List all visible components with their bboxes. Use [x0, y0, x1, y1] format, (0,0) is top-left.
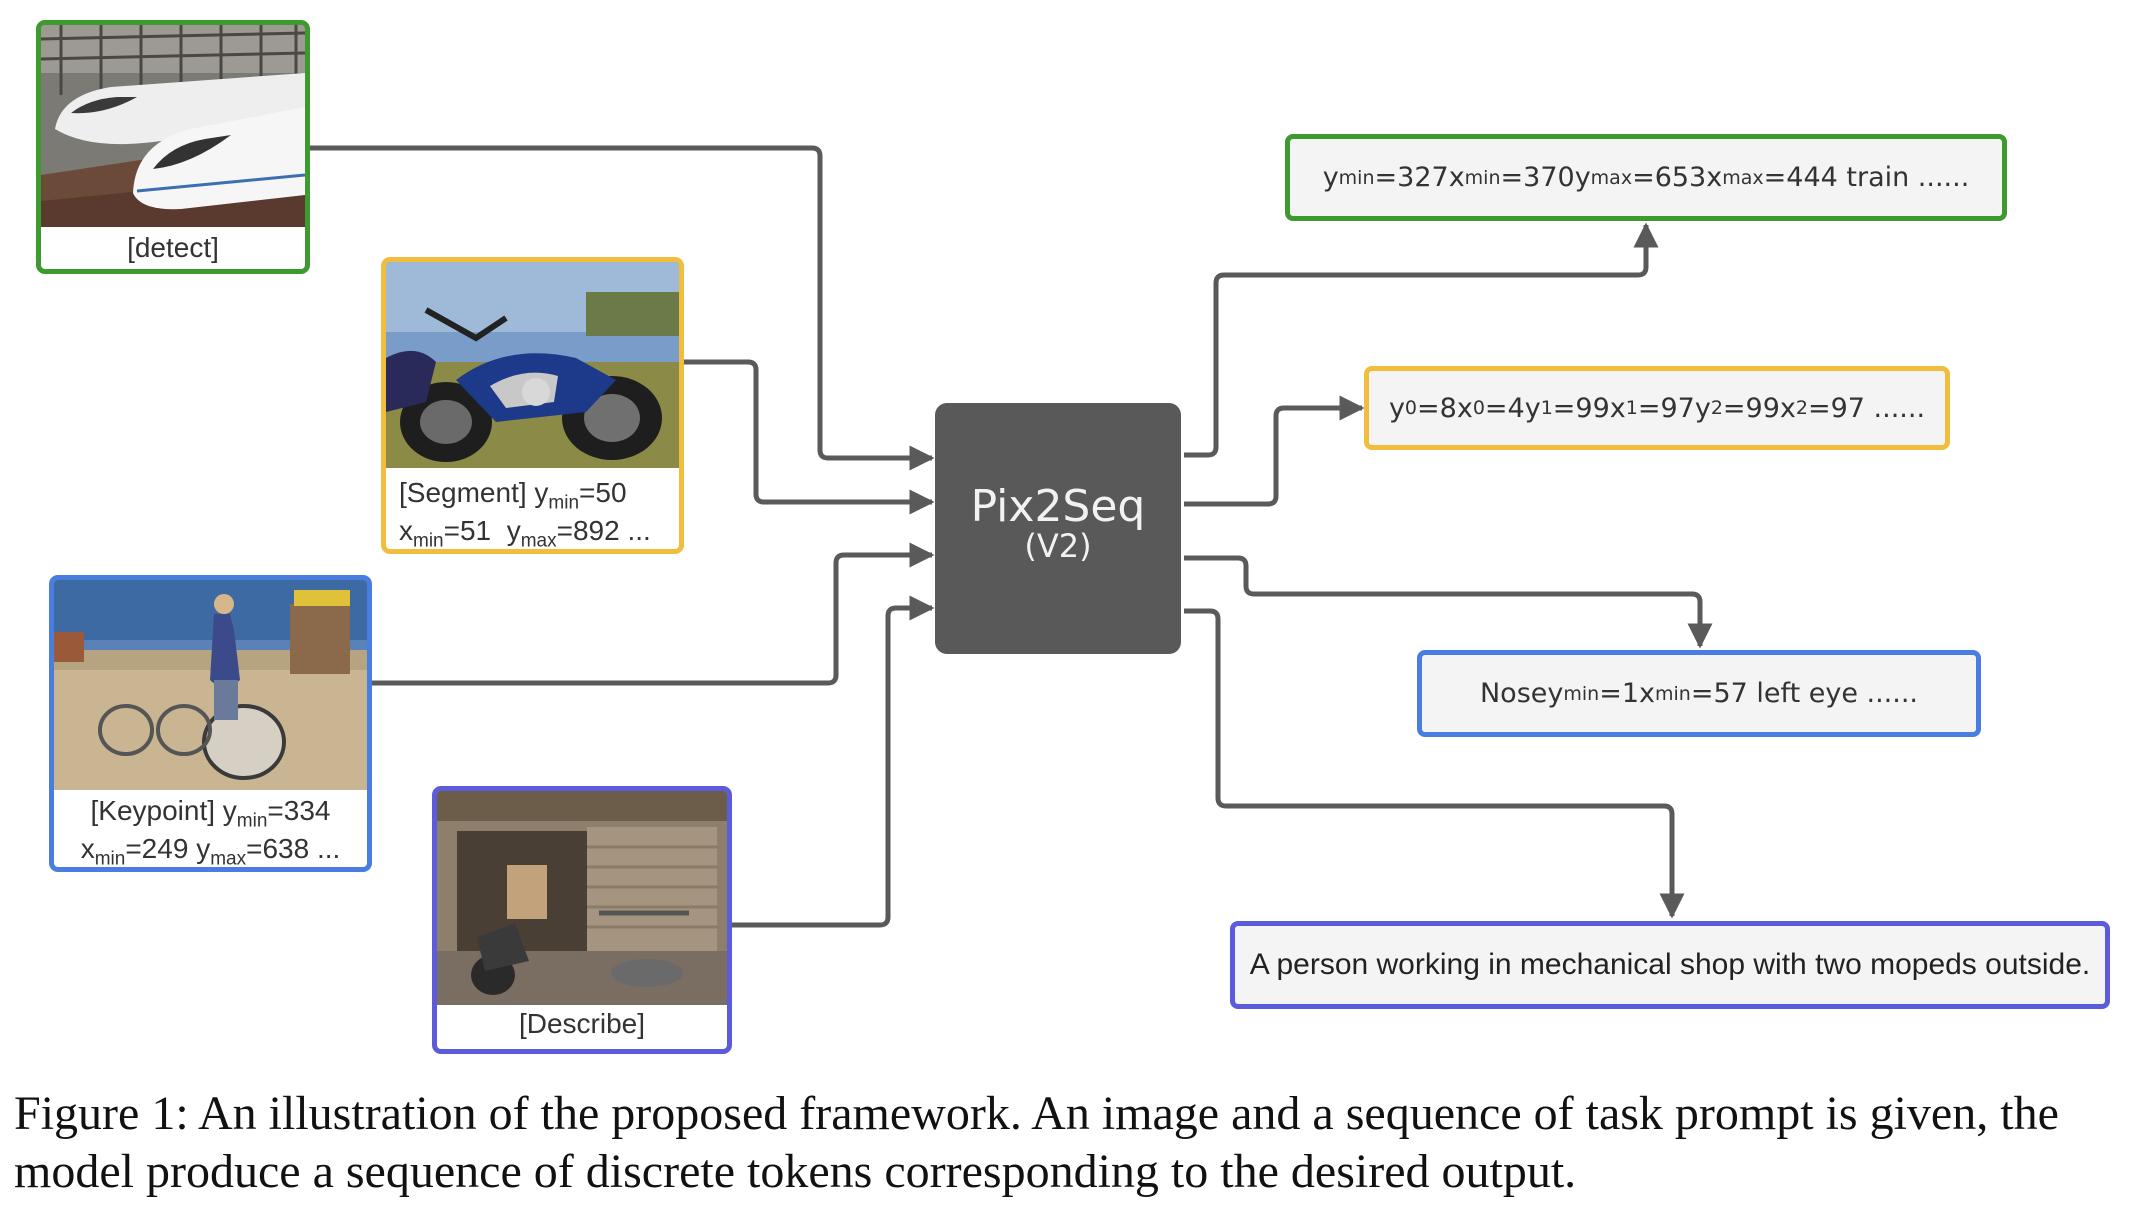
keypoint-prompt-line-2: xmin=249 ymax=638 ...	[54, 830, 367, 870]
segment-prompt-line-2: xmin=51 ymax=892 ...	[386, 512, 679, 552]
token-value: =57 left eye ......	[1690, 678, 1919, 709]
arrow-model-to-detect-output	[1184, 222, 1659, 458]
arrow-segment-to-model	[684, 359, 935, 515]
describe-input-card: [Describe]	[432, 786, 732, 1054]
segment-prompt-sub: min	[413, 530, 444, 552]
token-sub: 0	[1472, 397, 1485, 419]
describe-output-sequence: A person working in mechanical shop with…	[1230, 921, 2110, 1009]
token-value: =327	[1374, 162, 1449, 193]
token-text: y	[1524, 392, 1541, 424]
keypoint-prompt-text: x	[80, 833, 95, 864]
token-value: =8	[1417, 392, 1457, 424]
token-text: x	[1456, 392, 1473, 424]
token-text: Nose	[1479, 678, 1548, 709]
segment-prompt-line-1: [Segment] ymin=50	[386, 474, 679, 523]
segment-prompt-text: x	[399, 515, 413, 546]
figure-caption: Figure 1: An illustration of the propose…	[14, 1087, 2059, 1198]
keypoint-prompt-text: [Keypoint] y	[90, 795, 237, 826]
token-value: =444 train ......	[1763, 162, 1970, 193]
token-value: =97	[1637, 392, 1695, 424]
segment-prompt-value: =892 ...	[556, 515, 651, 546]
token-value: =97 ......	[1807, 392, 1926, 424]
arrow-model-to-describe-output	[1184, 608, 1685, 919]
detect-input-card: [detect]	[36, 20, 310, 274]
keypoint-prompt-sub: min	[94, 848, 126, 870]
keypoint-prompt-sub: min	[236, 810, 268, 832]
token-text: x	[1779, 392, 1796, 424]
token-text: y	[1574, 162, 1591, 193]
keypoint-prompt-value: =249	[125, 833, 189, 864]
segment-prompt-value: =50	[579, 477, 627, 508]
token-sub: min	[1464, 166, 1501, 189]
token-sub: 2	[1795, 397, 1808, 419]
token-text: x	[1448, 162, 1465, 193]
segment-prompt-text: y	[506, 515, 521, 546]
token-sub: 1	[1625, 397, 1638, 419]
token-sub: max	[1590, 166, 1633, 189]
keypoint-prompt-sub: max	[210, 848, 247, 870]
keypoint-prompt-value: =334	[267, 795, 331, 826]
token-value: =4	[1484, 392, 1525, 424]
arrow-model-to-keypoint-output	[1184, 555, 1713, 649]
arrow-describe-to-model	[732, 595, 935, 928]
keypoint-prompt-line-1: [Keypoint] ymin=334	[54, 792, 367, 841]
token-sub: 0	[1404, 397, 1418, 419]
segment-input-card: [Segment] ymin=50 xmin=51 ymax=892 ...	[381, 257, 684, 554]
arrow-detect-to-model	[306, 145, 935, 471]
model-subtitle: (V2)	[1024, 527, 1092, 565]
detect-prompt-label: [detect]	[127, 232, 219, 263]
token-text: x	[1639, 678, 1656, 709]
token-value: =370	[1500, 162, 1575, 193]
token-value: =653	[1632, 162, 1707, 193]
model-title: Pix2Seq	[970, 481, 1146, 532]
token-text: y	[1322, 162, 1339, 193]
token-text: y	[1388, 392, 1405, 424]
train-photo	[41, 25, 305, 227]
keypoint-prompt-value: =638 ...	[246, 833, 341, 864]
arrow-keypoint-to-model	[372, 542, 935, 686]
token-text: y	[1547, 678, 1564, 709]
token-text: x	[1609, 392, 1626, 424]
keypoint-input-card: [Keypoint] ymin=334 xmin=249 ymax=638 ..…	[49, 575, 372, 872]
token-value: =99	[1722, 392, 1780, 424]
segment-prompt-sub: min	[548, 492, 580, 514]
pix2seq-model-block: Pix2Seq (V2)	[935, 403, 1181, 654]
segment-prompt-text: [Segment] y	[399, 477, 549, 508]
bicycle-photo	[54, 580, 367, 790]
segment-prompt-value: =51	[443, 515, 492, 546]
describe-prompt-label: [Describe]	[518, 1008, 646, 1039]
motorcycle-photo	[386, 262, 679, 468]
token-sub: max	[1722, 166, 1764, 189]
token-text: y	[1694, 392, 1711, 424]
arrow-model-to-segment-output	[1184, 395, 1365, 507]
token-text: x	[1706, 162, 1723, 193]
shop-photo	[437, 791, 727, 1005]
segment-prompt-sub: max	[520, 530, 557, 552]
token-sub: 1	[1540, 397, 1553, 419]
keypoint-prompt-text: y	[196, 833, 211, 864]
token-value: =99	[1552, 392, 1610, 424]
token-sub: min	[1338, 166, 1375, 189]
token-value: =1	[1599, 678, 1640, 709]
token-sub: min	[1655, 682, 1691, 705]
token-sub: 2	[1710, 397, 1723, 419]
token-sub: min	[1563, 682, 1600, 705]
